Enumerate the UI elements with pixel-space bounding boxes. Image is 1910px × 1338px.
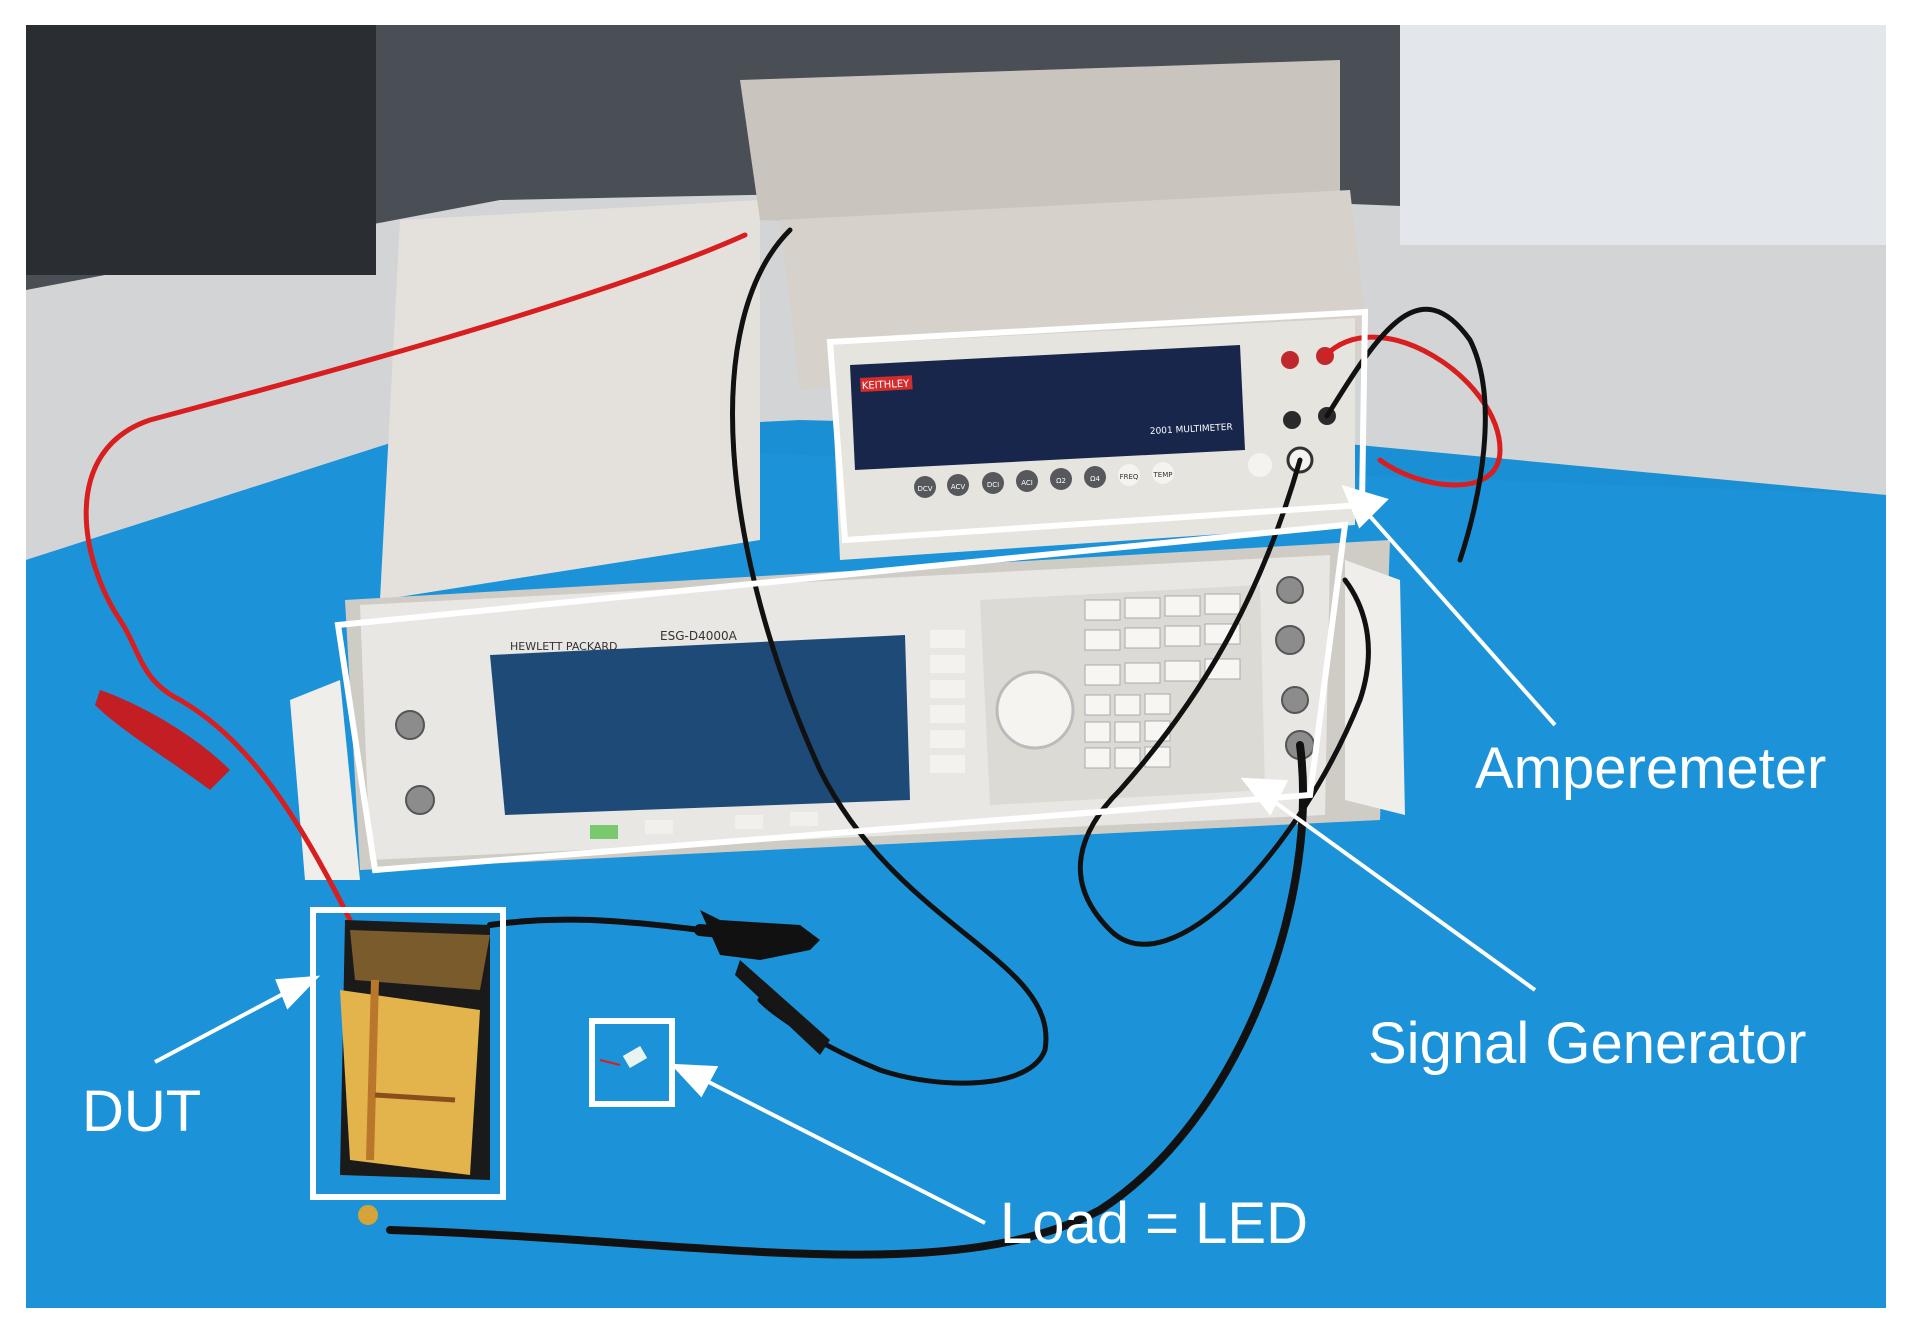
hp-brand-text: HEWLETT PACKARD (510, 640, 618, 653)
led-box (589, 1018, 675, 1107)
led-load (599, 1045, 648, 1069)
keithley-brand-text: KEITHLEY (862, 378, 911, 392)
multimeter-button-label: Ω4 (1090, 475, 1100, 483)
load-label: Load = LED (1000, 1191, 1308, 1256)
multimeter-button-label: DCI (987, 481, 999, 489)
signal-generator-box (334, 521, 1349, 874)
amperemeter-label: Amperemeter (1475, 736, 1827, 801)
multimeter-button-label: Ω2 (1056, 477, 1066, 485)
dut-board (340, 920, 490, 1225)
signal-generator-label: Signal Generator (1368, 1011, 1807, 1076)
red-clip (95, 690, 230, 790)
hp-model-text: ESG-D4000A (660, 629, 738, 643)
multimeter-button-label: ACV (951, 483, 966, 491)
multimeter: KEITHLEY 2001 MULTIMETER (740, 60, 1370, 560)
multimeter-button-label: FREQ (1120, 473, 1139, 481)
dut-label: DUT (82, 1079, 202, 1144)
annotation-arrows (154, 484, 1557, 1225)
multimeter-button-label: ACI (1021, 479, 1033, 487)
signal-generator: HEWLETT PACKARD ESG-D4000A (290, 200, 1405, 880)
multimeter-button-label: DCV (917, 485, 932, 493)
black-probe (700, 910, 830, 1055)
multimeter-button-label: TEMP (1153, 471, 1173, 479)
dut-box (310, 907, 506, 1200)
keithley-model-text: 2001 MULTIMETER (1150, 423, 1233, 437)
